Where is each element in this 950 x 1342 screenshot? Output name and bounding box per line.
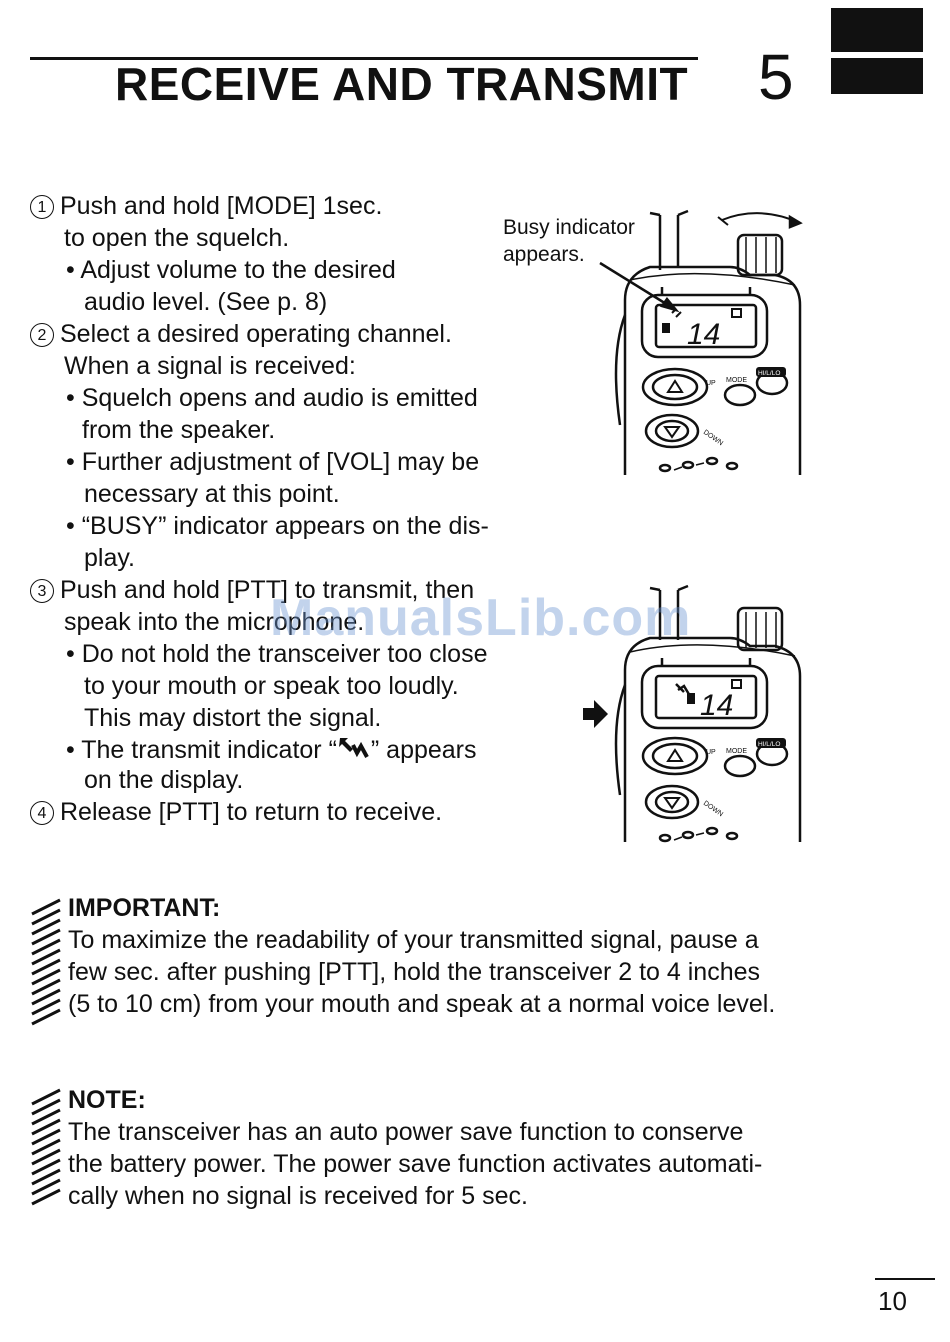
note-text-line: The transceiver has an auto power save f… (68, 1118, 744, 1146)
mode-key-label: MODE (726, 377, 747, 384)
note-text-line: the battery power. The power save functi… (68, 1150, 763, 1178)
hilo-key-label: HI/L/LO (758, 741, 780, 748)
bullet-item: • “BUSY” indicator appears on the dis- (66, 512, 489, 540)
important-text-line: To maximize the readability of your tran… (68, 926, 759, 954)
up-key-label: UP (706, 380, 716, 387)
note-hatch-bar (31, 1088, 61, 1206)
bullet-item-continued: from the speaker. (82, 416, 276, 444)
section-number: 5 (758, 41, 794, 113)
bullet-item-continued: to your mouth or speak too loudly. (84, 672, 459, 700)
step-number: 2 (30, 323, 54, 347)
transceiver-illustration-receive: 14 UP MODE HI/L/LO DOWN (599, 209, 803, 475)
important-text-line: (5 to 10 cm) from your mouth and speak a… (68, 990, 776, 1018)
header-rule (30, 57, 698, 60)
transceiver-illustration-transmit: 14 UP MODE HI/L/LO DOWN (583, 584, 802, 843)
step-number: 3 (30, 579, 54, 603)
up-key-label: UP (706, 749, 716, 756)
transmit-indicator-icon (338, 738, 369, 758)
step-3-line-2: speak into the microphone. (64, 608, 365, 636)
step-number: 4 (30, 801, 54, 825)
bullet-item: • Do not hold the transceiver too close (66, 640, 488, 668)
section-tab-marker (831, 8, 923, 52)
step-2-line-2: When a signal is received: (64, 352, 356, 380)
important-title: IMPORTANT: (68, 894, 221, 922)
bullet-item-continued: on the display. (84, 766, 244, 794)
bullet-item-continued: necessary at this point. (84, 480, 340, 508)
bullet-item: • Further adjustment of [VOL] may be (66, 448, 480, 476)
page-number: 10 (878, 1286, 907, 1316)
watermark: ManualsLib.com (270, 589, 692, 647)
page-title: RECEIVE AND TRANSMIT (115, 58, 689, 110)
bullet-item: • Squelch opens and audio is emitted (66, 384, 478, 412)
mode-key-label: MODE (726, 748, 747, 755)
channel-readout: 14 (687, 318, 720, 351)
bullet-item: • The transmit indicator “” appears (66, 736, 477, 764)
bullet-item-continued: audio level. (See p. 8) (84, 288, 328, 316)
important-text-line: few sec. after pushing [PTT], hold the t… (68, 958, 761, 986)
bullet-item-continued: This may distort the signal. (84, 704, 382, 732)
channel-readout: 14 (700, 689, 733, 722)
note-text-line: cally when no signal is received for 5 s… (68, 1182, 528, 1210)
bullet-item-continued: play. (84, 544, 135, 572)
down-key-label: DOWN (702, 429, 724, 447)
down-key-label: DOWN (702, 800, 724, 818)
note-title: NOTE: (68, 1086, 146, 1114)
page-number-rule (875, 1278, 935, 1280)
bullet-item: • Adjust volume to the desired (66, 256, 396, 284)
step-1-line-2: to open the squelch. (64, 224, 290, 252)
important-hatch-bar (31, 898, 61, 1026)
step-number: 1 (30, 195, 54, 219)
section-tab-marker (831, 58, 923, 94)
hilo-key-label: HI/L/LO (758, 370, 780, 377)
